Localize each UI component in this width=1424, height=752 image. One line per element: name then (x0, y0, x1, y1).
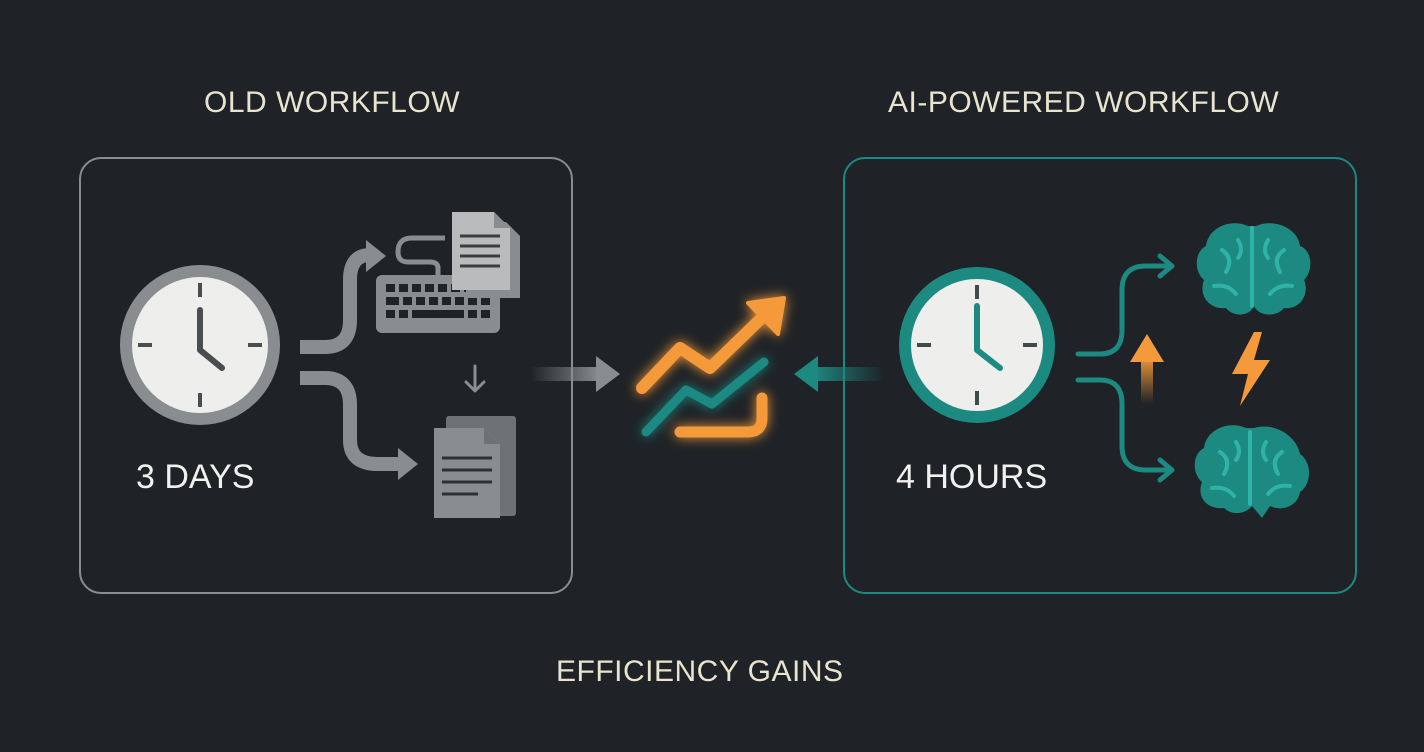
brain-icon-bottom (1194, 425, 1309, 518)
down-arrow-icon (464, 364, 486, 393)
document-icon (452, 212, 520, 298)
old-to-center-arrow (530, 356, 620, 392)
old-clock-icon (120, 265, 280, 425)
ai-workflow-duration: 4 HOURS (896, 458, 1048, 496)
up-arrow-icon (1130, 334, 1164, 404)
ai-workflow-title: AI-POWERED WORKFLOW (888, 86, 1280, 119)
old-flow-arrows (300, 248, 400, 471)
ai-clock-icon (899, 267, 1055, 423)
document-stack-icon (434, 416, 516, 518)
keyboard-cable (395, 235, 445, 275)
brain-icon-top (1196, 223, 1311, 315)
old-workflow-duration: 3 DAYS (136, 458, 255, 496)
lightning-icon (1232, 332, 1270, 406)
ai-to-center-arrow (794, 356, 884, 392)
old-workflow-title: OLD WORKFLOW (204, 86, 461, 119)
efficiency-gains-label: EFFICIENCY GAINS (556, 655, 844, 688)
ai-flow-arrows (1075, 253, 1175, 483)
trend-up-icon (636, 296, 786, 438)
